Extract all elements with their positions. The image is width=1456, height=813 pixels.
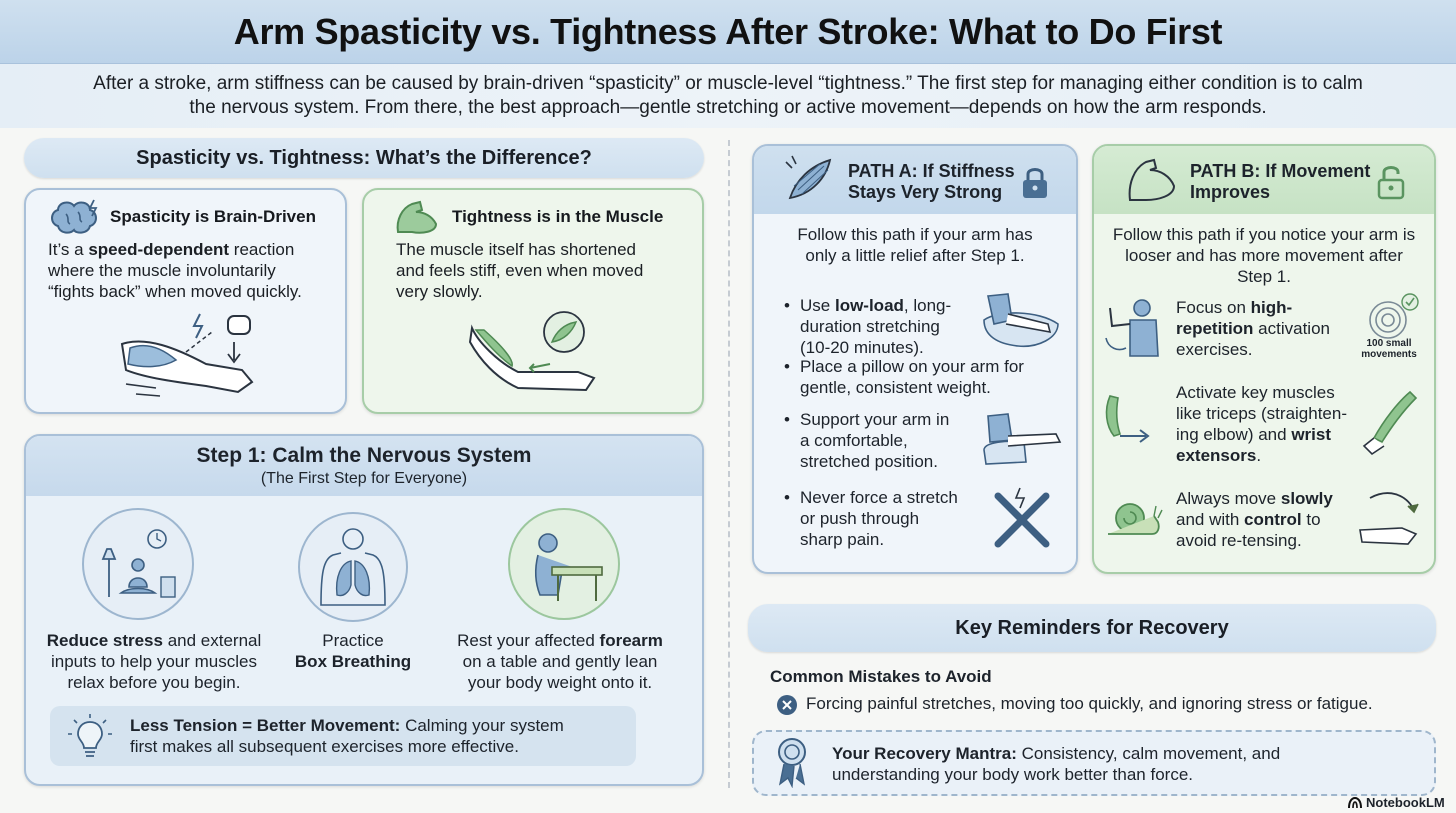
tightness-description: The muscle itself has shortened and feel… [396, 240, 644, 301]
intro-text: After a stroke, arm stiffness can be cau… [0, 64, 1456, 128]
path-a-bullet-4: Never force a stretch or push through sh… [784, 487, 980, 550]
reduce-stress-caption: Reduce stress and external inputs to hel… [46, 631, 262, 692]
lightbulb-icon [68, 714, 112, 757]
arm-raise-icon [1105, 299, 1159, 357]
mantra-box [752, 730, 1436, 796]
snail-icon [1108, 503, 1163, 535]
mantra-text: Your Recovery Mantra: Consistency, calm … [832, 744, 1281, 784]
path-b-item-1: Focus on high- repetition activation exe… [1176, 298, 1330, 359]
path-a-bullet-1: Use low-load, long- duration stretching … [784, 295, 980, 358]
path-b-intro: Follow this path if you notice your arm … [1112, 225, 1416, 286]
intro-line-2: the nervous system. From there, the best… [189, 97, 1267, 118]
column-divider [728, 140, 730, 788]
brand-text: NotebookLM [1366, 795, 1445, 810]
tightness-title: Tightness is in the Muscle [452, 207, 664, 226]
slow-arm-illustration [468, 311, 596, 392]
difference-heading-text: Spasticity vs. Tightness: What’s the Dif… [136, 146, 592, 169]
tightness-card: Tightness is in the Muscle The muscle it… [362, 188, 704, 414]
breathing-circle [298, 512, 408, 622]
brand-mark: NotebookLM [1348, 795, 1445, 810]
spasticity-description: It’s a speed-dependent reaction where th… [48, 240, 302, 301]
muscle-arm-icon [396, 200, 438, 234]
page-title: Arm Spasticity vs. Tightness After Strok… [233, 10, 1223, 52]
wrist-extensor-icon [1362, 390, 1418, 456]
spasticity-card: Spasticity is Brain-Driven It’s a speed-… [24, 188, 347, 414]
triceps-icon [1105, 395, 1150, 443]
path-a-bullet-2: Place a pillow on your arm for gentle, c… [784, 356, 1060, 398]
forearm-rest-caption: Rest your affected forearm on a table an… [457, 631, 663, 692]
slow-motion-arm-icon [1359, 492, 1419, 545]
reminders-heading: Key Reminders for Recovery [748, 604, 1436, 652]
table-lean-icon [535, 533, 603, 601]
path-a-bullet-3: Support your arm in a comfortable, stret… [784, 409, 980, 472]
tension-tip-text: Less Tension = Better Movement: Calming … [130, 716, 564, 756]
box-breathing-caption: Practice Box Breathing [294, 631, 412, 671]
target-label: 100 small movements [1361, 338, 1417, 360]
supported-arm-icon [983, 413, 1062, 465]
path-a-header: PATH A: If Stiffness Stays Very Strong [754, 146, 1076, 214]
tension-tip-box: Less Tension = Better Movement: Calming … [50, 706, 636, 766]
target-icon [1369, 293, 1419, 339]
spasticity-title: Spasticity is Brain-Driven [110, 207, 316, 226]
do-not-force-x-icon [994, 487, 1050, 548]
step1-title: Step 1: Calm the Nervous System [196, 444, 532, 467]
fast-arm-illustration [120, 313, 254, 397]
path-b-item-3: Always move slowly and with control to a… [1176, 489, 1333, 550]
path-a-title: PATH A: If Stiffness Stays Very Strong [848, 161, 1015, 202]
difference-heading: Spasticity vs. Tightness: What’s the Dif… [24, 138, 704, 178]
mistakes-text: Forcing painful stretches, moving too qu… [806, 694, 1373, 713]
award-ribbon-icon [778, 738, 806, 788]
mistakes-title: Common Mistakes to Avoid [770, 667, 992, 686]
step1-subtitle: (The First Step for Everyone) [260, 470, 468, 487]
tense-muscle-icon [785, 155, 832, 200]
x-circle-icon [777, 695, 797, 715]
forearm-rest-circle [508, 508, 620, 620]
path-b-item-2: Activate key muscles like triceps (strai… [1176, 383, 1348, 465]
brain-icon [51, 199, 98, 234]
intro-line-1: After a stroke, arm stiffness can be cau… [93, 73, 1363, 94]
notebooklm-logo-icon [1348, 796, 1362, 808]
reminders-heading-text: Key Reminders for Recovery [955, 616, 1229, 639]
pillow-arm-icon [983, 293, 1059, 348]
unlock-icon [1377, 166, 1405, 200]
flexed-arm-icon [1128, 158, 1176, 201]
step1-header: Step 1: Calm the Nervous System (The Fir… [26, 436, 702, 496]
lock-icon [1023, 168, 1047, 198]
meditation-icon [101, 529, 176, 598]
meditation-circle [82, 508, 194, 620]
path-a-intro: Follow this path if your arm has only a … [797, 225, 1033, 265]
lungs-icon [320, 528, 386, 606]
header-banner: Arm Spasticity vs. Tightness After Strok… [0, 0, 1456, 64]
path-b-card: PATH B: If Movement Improves [1092, 144, 1436, 574]
path-b-header: PATH B: If Movement Improves [1094, 146, 1434, 214]
path-b-title: PATH B: If Movement Improves [1190, 161, 1371, 202]
